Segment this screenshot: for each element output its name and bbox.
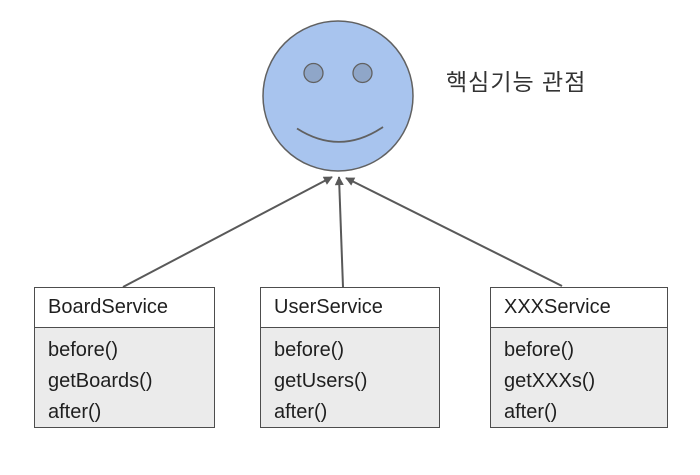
smile-mouth-icon [296, 126, 384, 143]
viewpoint-label: 핵심기능 관점 [446, 69, 587, 95]
class-name-userservice: UserService [261, 288, 439, 328]
class-methods-boardservice: before() getBoards() after() [35, 328, 214, 428]
class-box-xxxservice: XXXService before() getXXXs() after() [490, 287, 668, 428]
class-box-userservice: UserService before() getUsers() after() [260, 287, 440, 428]
method-item: after() [48, 401, 102, 423]
method-item: getBoards() [48, 370, 153, 392]
smiley-face [262, 20, 414, 172]
method-item: getXXXs() [504, 370, 596, 392]
method-item: before() [504, 339, 575, 361]
face-circle [262, 20, 414, 172]
method-item: before() [274, 339, 345, 361]
class-name-boardservice: BoardService [35, 288, 214, 328]
method-item: getUsers() [274, 370, 368, 392]
class-box-boardservice: BoardService before() getBoards() after(… [34, 287, 215, 428]
arrow-xxxservice-to-face [345, 177, 563, 287]
arrow-userservice-to-face [334, 176, 344, 288]
class-name-xxxservice: XXXService [491, 288, 667, 328]
class-methods-xxxservice: before() getXXXs() after() [491, 328, 667, 428]
left-eye-icon [303, 62, 324, 84]
class-methods-userservice: before() getUsers() after() [261, 328, 439, 428]
method-item: after() [274, 401, 328, 423]
method-item: before() [48, 339, 119, 361]
arrow-boardservice-to-face [122, 176, 333, 288]
method-item: after() [504, 401, 558, 423]
right-eye-icon [352, 62, 373, 84]
